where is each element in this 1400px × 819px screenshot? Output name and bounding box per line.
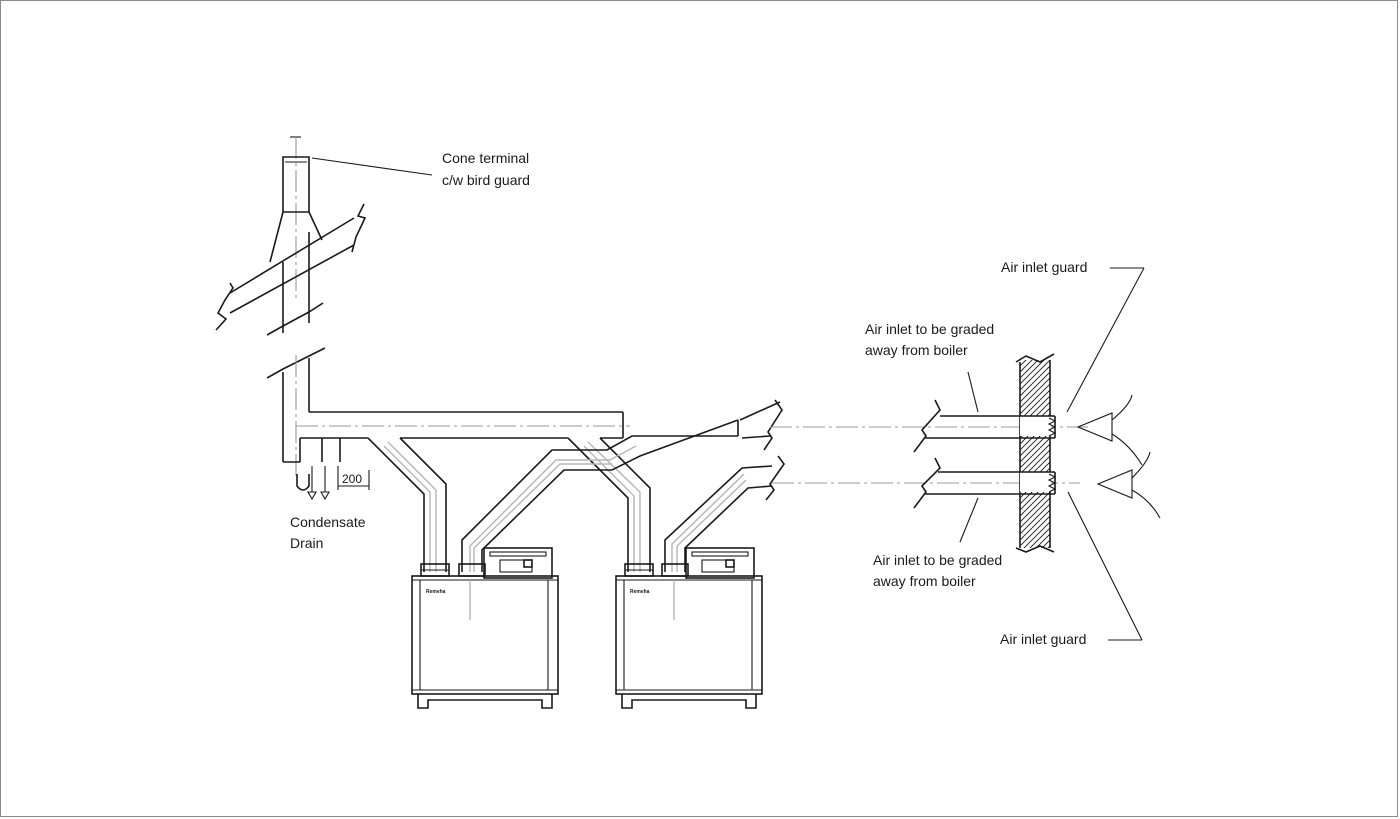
bird-guard-label: c/w bird guard (442, 172, 530, 188)
dimension-200: 200 (342, 472, 362, 486)
boiler-1: Remeha (411, 547, 559, 709)
boiler-2: Remeha (615, 547, 763, 709)
air-flow-arrows (1076, 394, 1161, 519)
boiler-2-brand: Remeha (630, 589, 650, 595)
air-inlet-graded-top-line2: away from boiler (865, 342, 968, 358)
flue-branch-1 (367, 437, 450, 577)
air-inlet-guard-top-label: Air inlet guard (1001, 259, 1087, 275)
air-inlet-guard-bottom-label: Air inlet guard (1000, 631, 1086, 647)
condensate-label: Condensate (290, 514, 366, 530)
upper-air-inlet-pipe (913, 399, 1057, 453)
drain-label: Drain (290, 535, 323, 551)
cone-terminal-label: Cone terminal (442, 150, 529, 166)
leader-lines (311, 157, 1145, 641)
flue-branch-2 (567, 437, 654, 577)
air-inlet-graded-bottom-line2: away from boiler (873, 573, 976, 589)
flue-header: 200 (283, 411, 630, 501)
flue-stack (215, 136, 367, 478)
air-inlet-graded-bottom-line1: Air inlet to be graded (873, 552, 1002, 568)
air-inlet-graded-top-line1: Air inlet to be graded (865, 321, 994, 337)
air-inlet-branch-2 (661, 455, 785, 577)
boiler-1-brand: Remeha (426, 589, 446, 595)
external-wall (1015, 353, 1055, 553)
lower-air-inlet-pipe (913, 457, 1057, 509)
